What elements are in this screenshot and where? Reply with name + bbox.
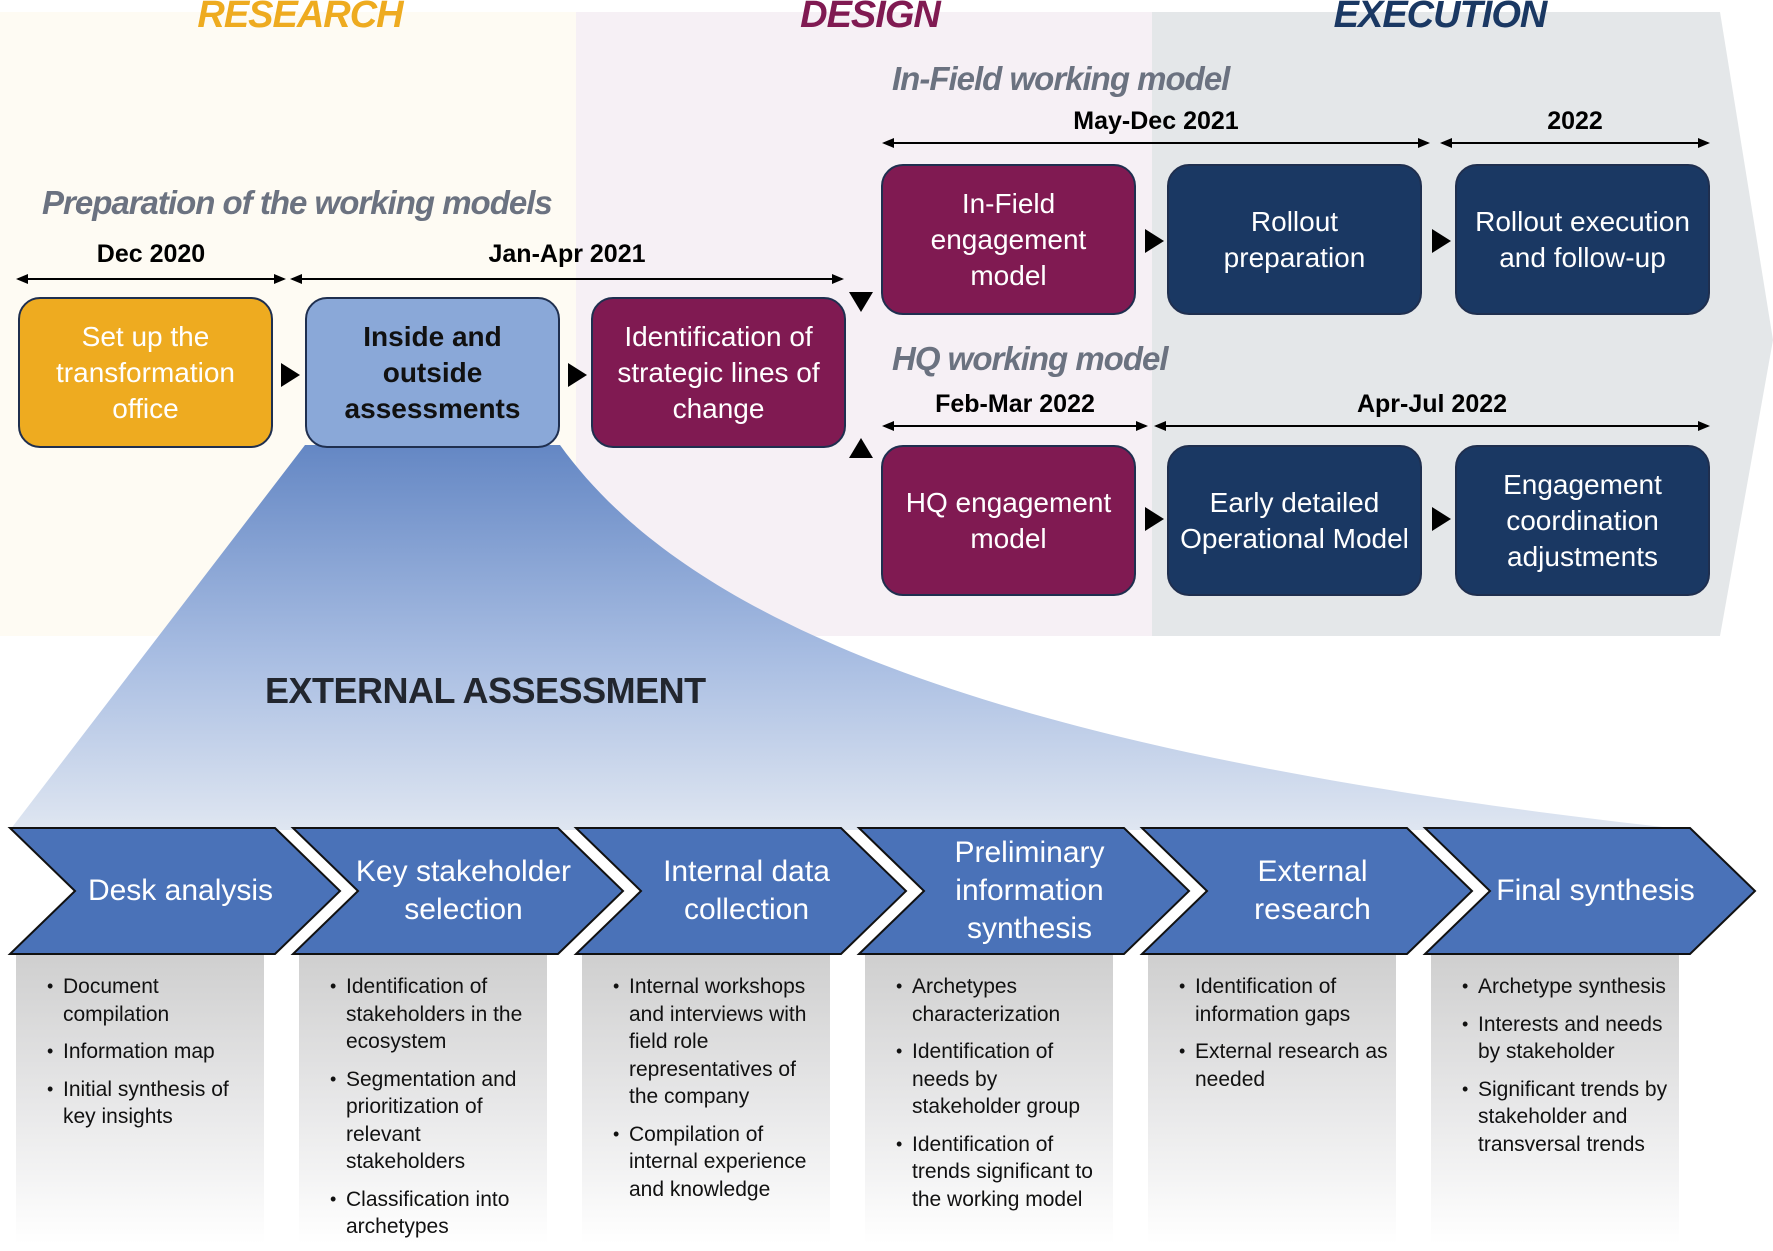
chevron-step-1[interactable]: [7, 827, 342, 955]
flow-arrow-icon: [1432, 229, 1451, 253]
date-label-2022: 2022: [1547, 107, 1603, 135]
timespan-arrow-feb-mar-2022: [882, 421, 1148, 431]
step-description-item: Compilation of internal experience and k…: [613, 1121, 824, 1204]
step-description-item: Identification of needs by stakeholder g…: [896, 1038, 1107, 1121]
timespan-arrow-jan-apr-2021: [290, 274, 844, 284]
flow-arrow-icon: [1432, 507, 1451, 531]
chevron-step-label: Desk analysis: [87, 874, 274, 907]
date-label-apr-jul-2022: Apr-Jul 2022: [1356, 390, 1508, 418]
chevron-step-4[interactable]: [856, 827, 1191, 955]
flow-arrow-icon: [281, 363, 300, 387]
step-description-item: Segmentation and prioritization of relev…: [330, 1066, 541, 1176]
flow-arrow-down-icon: [849, 292, 873, 312]
timespan-arrow-dec-2020: [16, 274, 286, 284]
step-description-list: Internal workshops and interviews with f…: [598, 955, 834, 1213]
step-box-strategic-lines[interactable]: Identification of strategic lines of cha…: [591, 297, 846, 448]
chevron-step-label: Key stakeholder selection: [355, 855, 572, 926]
step-description-item: External research as needed: [1179, 1038, 1390, 1093]
chevron-step-label: External research: [1254, 855, 1371, 926]
hq-title: HQ working model: [892, 340, 1169, 377]
step-description-item: Archetype synthesis: [1462, 973, 1673, 1001]
external-assessment-funnel: [10, 445, 1690, 830]
flow-arrow-icon: [568, 363, 587, 387]
chevron-step-label: Preliminary information synthesis: [954, 836, 1105, 945]
infield-title: In-Field working model: [892, 60, 1230, 97]
step-description-list: Document compilationInformation mapIniti…: [32, 955, 268, 1141]
step-box-rollout-preparation[interactable]: Rollout preparation: [1167, 164, 1422, 315]
timespan-arrow-apr-jul-2022: [1154, 421, 1710, 431]
step-description-item: Internal workshops and interviews with f…: [613, 973, 824, 1111]
chevron-step-label: Final synthesis: [1496, 874, 1695, 907]
step-description-item: Document compilation: [47, 973, 258, 1028]
step-description-item: Archetypes characterization: [896, 973, 1107, 1028]
step-description-list: Archetypes characterizationIdentificatio…: [881, 955, 1117, 1223]
step-description-list: Identification of information gapsExtern…: [1164, 955, 1400, 1103]
step-description-item: Identification of information gaps: [1179, 973, 1390, 1028]
step-box-infield-engagement[interactable]: In-Field engagement model: [881, 164, 1136, 315]
phase-label-design: DESIGN: [800, 0, 941, 36]
step-description-item: Interests and needs by stakeholder: [1462, 1011, 1673, 1066]
chevron-step-3[interactable]: [573, 827, 908, 955]
step-box-operational-model[interactable]: Early detailed Operational Model: [1167, 445, 1422, 596]
step-description-list: Identification of stakeholders in the ec…: [315, 955, 551, 1251]
step-box-rollout-execution[interactable]: Rollout execution and follow-up: [1455, 164, 1710, 315]
chevron-step-5[interactable]: [1139, 827, 1474, 955]
external-assessment-title: EXTERNAL ASSESSMENT: [265, 670, 706, 711]
step-description-item: Identification of trends significant to …: [896, 1131, 1107, 1214]
chevron-step-label: Internal data collection: [663, 855, 830, 926]
chevron-step-6[interactable]: [1422, 827, 1757, 955]
flow-arrow-icon: [1145, 229, 1164, 253]
preparation-title: Preparation of the working models: [42, 184, 553, 221]
timespan-arrow-may-dec-2021: [882, 138, 1430, 148]
step-description-item: Identification of stakeholders in the ec…: [330, 973, 541, 1056]
step-description-item: Classification into archetypes: [330, 1186, 541, 1241]
phase-label-execution: EXECUTION: [1333, 0, 1548, 36]
step-description-list: Archetype synthesisInterests and needs b…: [1447, 955, 1683, 1168]
step-box-assessments[interactable]: Inside and outside assessments: [305, 297, 560, 448]
flow-arrow-up-icon: [849, 438, 873, 458]
chevron-step-2[interactable]: [290, 827, 625, 955]
date-label-dec-2020: Dec 2020: [96, 240, 206, 268]
date-label-may-dec-2021: May-Dec 2021: [1073, 107, 1239, 135]
phase-label-research: RESEARCH: [197, 0, 403, 36]
date-label-jan-apr-2021: Jan-Apr 2021: [488, 240, 646, 268]
step-description-item: Significant trends by stakeholder and tr…: [1462, 1076, 1673, 1159]
step-box-coordination-adjustments[interactable]: Engagement coordination adjustments: [1455, 445, 1710, 596]
flow-arrow-icon: [1145, 507, 1164, 531]
timespan-arrow-2022: [1440, 138, 1710, 148]
step-description-item: Initial synthesis of key insights: [47, 1076, 258, 1131]
step-box-transformation-office[interactable]: Set up the transformation office: [18, 297, 273, 448]
date-label-feb-mar-2022: Feb-Mar 2022: [935, 390, 1095, 418]
step-description-item: Information map: [47, 1038, 258, 1066]
step-box-hq-engagement[interactable]: HQ engagement model: [881, 445, 1136, 596]
